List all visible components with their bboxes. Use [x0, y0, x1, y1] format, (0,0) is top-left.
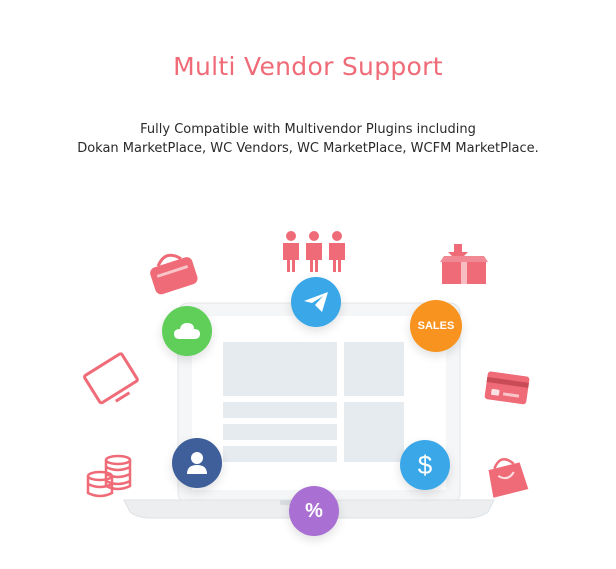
- screen-block-row1: [223, 402, 337, 418]
- credit-card-icon: [484, 371, 530, 405]
- screen-block-side-top: [344, 342, 404, 396]
- shopping-bag-icon: [488, 458, 529, 498]
- subtitle-line-1: Fully Compatible with Multivendor Plugin…: [140, 122, 476, 137]
- coins-icon: [86, 454, 132, 498]
- cloud-icon: [174, 323, 200, 339]
- screen-block-side-bottom: [344, 402, 404, 462]
- team-icon: [283, 231, 345, 272]
- send-badge: [291, 277, 341, 327]
- tablet-icon: [83, 352, 139, 405]
- page-subtitle: Fully Compatible with Multivendor Plugin…: [0, 120, 616, 158]
- sales-badge: SALES: [410, 300, 462, 352]
- page-title: Multi Vendor Support: [173, 52, 443, 81]
- dollar-badge: $: [400, 440, 450, 490]
- screen-block-row2: [223, 424, 337, 440]
- user-badge: [172, 438, 222, 488]
- screen-block-row3: [223, 446, 337, 462]
- paper-plane-icon: [304, 292, 328, 312]
- cloud-badge: [162, 306, 212, 356]
- percent-label: %: [305, 499, 323, 522]
- screen-block-main: [223, 342, 337, 396]
- gift-box-icon: [440, 244, 488, 284]
- dollar-label: $: [417, 449, 433, 480]
- sales-label: SALES: [417, 320, 455, 332]
- subtitle-line-2: Dokan MarketPlace, WC Vendors, WC Market…: [77, 141, 539, 156]
- user-icon: [187, 452, 207, 474]
- percent-badge: %: [289, 486, 339, 536]
- handbag-icon: [150, 253, 198, 295]
